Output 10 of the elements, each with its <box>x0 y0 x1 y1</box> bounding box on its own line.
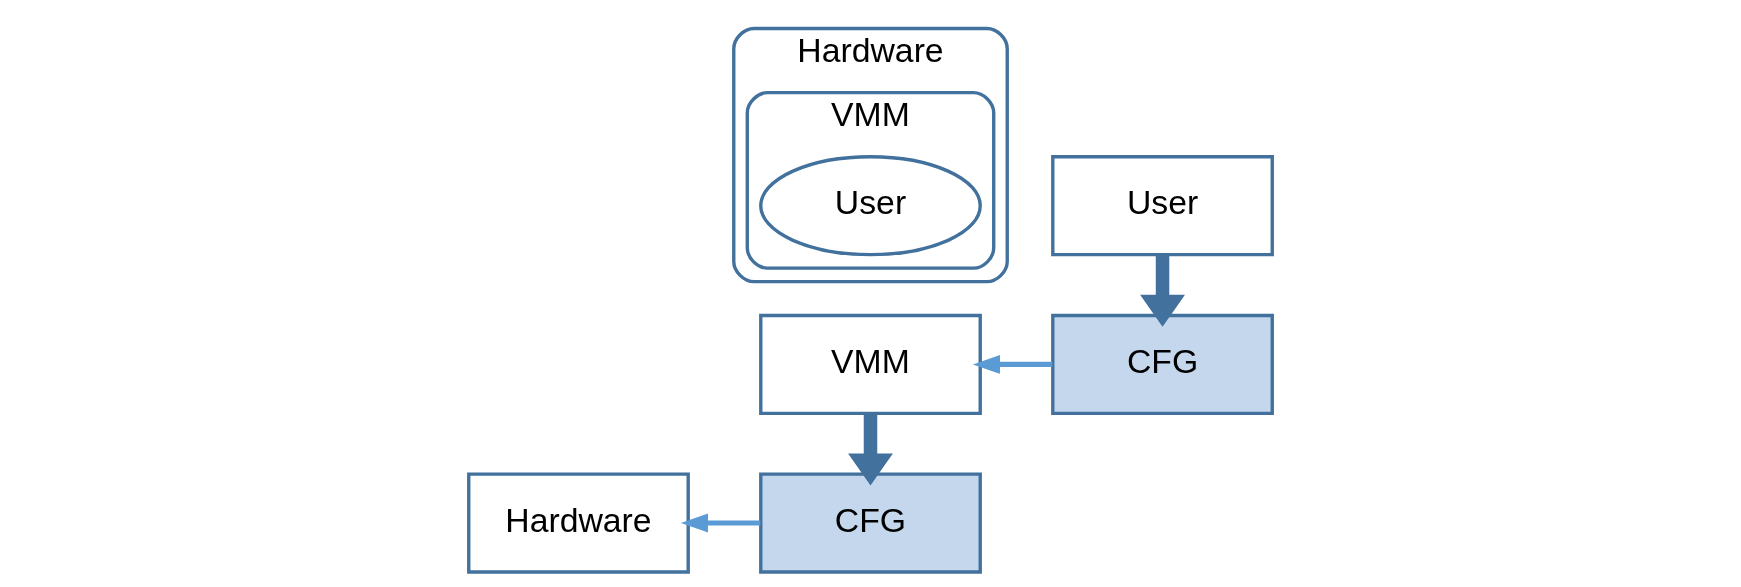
arrow <box>848 413 893 486</box>
arrow <box>972 354 1053 374</box>
arrow <box>680 513 761 533</box>
node-box: Hardware <box>467 472 690 574</box>
node-box: CFG <box>1051 313 1274 416</box>
node-box: VMM <box>759 313 982 416</box>
arrow <box>1140 254 1185 327</box>
node-box: CFG <box>759 472 982 574</box>
node-ellipse: User <box>759 155 982 257</box>
node-box: User <box>1051 155 1274 257</box>
